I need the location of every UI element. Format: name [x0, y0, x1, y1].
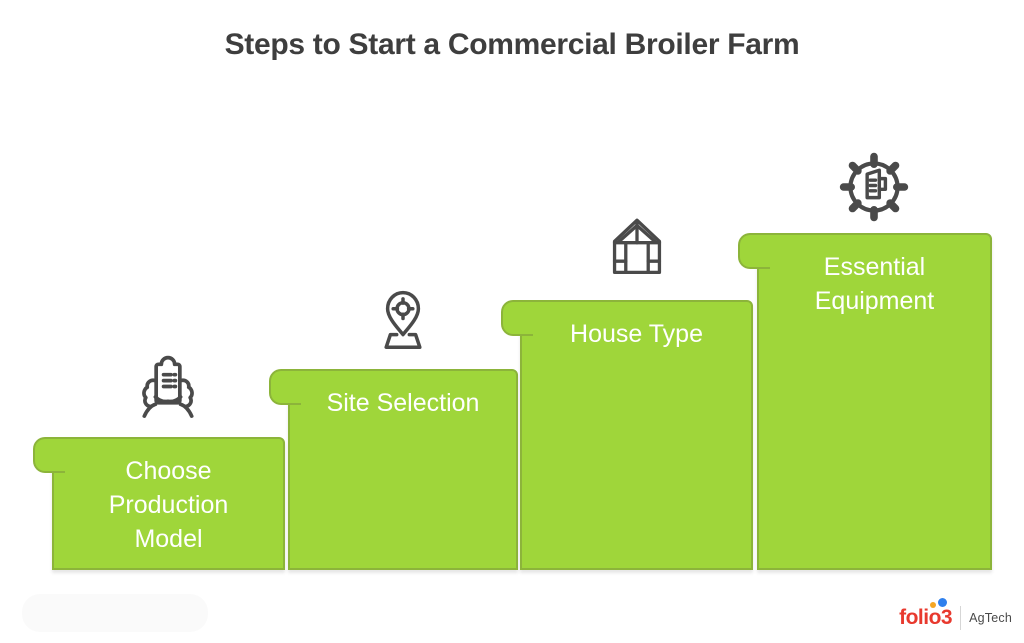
folio3-logo-text: folio3 [899, 598, 953, 630]
step-block-house-type: House Type [501, 300, 753, 570]
step-label-line: Choose [125, 457, 212, 485]
poultry-house-icon [604, 213, 670, 279]
step-label: Essential Equipment [759, 250, 990, 318]
folio3-agtech-logo: folio3 AgTech [899, 598, 1012, 630]
step-block-choose-production-model: Choose Production Model [33, 437, 285, 570]
page-title: Steps to Start a Commercial Broiler Farm [224, 28, 800, 61]
hands-checklist-icon [131, 351, 205, 425]
step-block-site-selection: Site Selection [269, 369, 518, 570]
step-block-essential-equipment: Essential Equipment [738, 233, 992, 570]
step-label: Site Selection [290, 386, 516, 420]
logo-divider [960, 606, 962, 630]
step-label-line: Equipment [814, 287, 935, 315]
logo-blue-dot-icon [938, 598, 948, 607]
step-label-line: Production [108, 491, 229, 519]
gear-checklist-icon [836, 149, 912, 225]
location-pin-icon [368, 287, 438, 357]
step-label: House Type [522, 317, 751, 351]
step-label-line: Essential [823, 253, 926, 281]
agtech-logo-text: AgTech [969, 611, 1012, 625]
faded-watermark-shape [22, 594, 208, 632]
step-label-line: Model [134, 525, 203, 553]
logo-orange-dot-icon [930, 602, 937, 608]
step-label: Choose Production Model [54, 454, 283, 556]
step-label-line: House Type [570, 320, 703, 348]
step-label-line: Site Selection [326, 389, 480, 417]
